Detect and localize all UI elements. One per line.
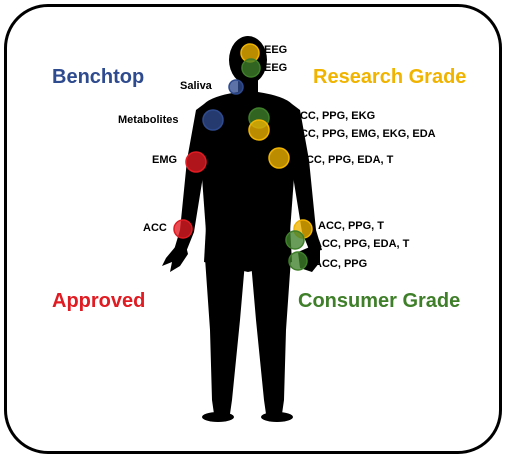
label-hand: ACC, PPG <box>314 258 368 270</box>
label-eeg-bottom: EEG <box>264 62 288 74</box>
marker-wrist-2 <box>285 230 305 250</box>
marker-chest-lower <box>248 119 270 141</box>
marker-mouth-saliva <box>228 79 244 95</box>
category-benchtop: Benchtop <box>52 66 145 88</box>
category-approved: Approved <box>52 290 146 312</box>
sensor-markers <box>173 43 313 271</box>
category-research-grade: Research Grade <box>313 66 467 88</box>
label-chest-lower: ACC, PPG, EMG, EKG, EDA <box>292 128 436 140</box>
label-emg: EMG <box>152 154 178 166</box>
marker-abdomen-metabolites <box>202 109 224 131</box>
marker-hand <box>288 251 308 271</box>
label-eeg-top: EEG <box>264 44 288 56</box>
marker-forearm-acc <box>173 219 193 239</box>
marker-upper-arm <box>268 147 290 169</box>
human-silhouette <box>162 36 322 422</box>
label-chest-upper: ACC, PPG, EKG <box>292 110 376 122</box>
label-wrist-2: ACC, PPG, EDA, T <box>314 238 410 250</box>
rounded-frame <box>4 4 502 454</box>
label-metabolites: Metabolites <box>118 114 179 126</box>
marker-head-eeg-bottom <box>241 58 261 78</box>
label-acc: ACC <box>143 222 167 234</box>
category-consumer-grade: Consumer Grade <box>298 290 461 312</box>
label-wrist-1: ACC, PPG, T <box>318 220 385 232</box>
marker-arm-emg <box>185 151 207 173</box>
label-upper-arm: ACC, PPG, EDA, T <box>298 154 394 166</box>
label-saliva: Saliva <box>180 80 212 92</box>
